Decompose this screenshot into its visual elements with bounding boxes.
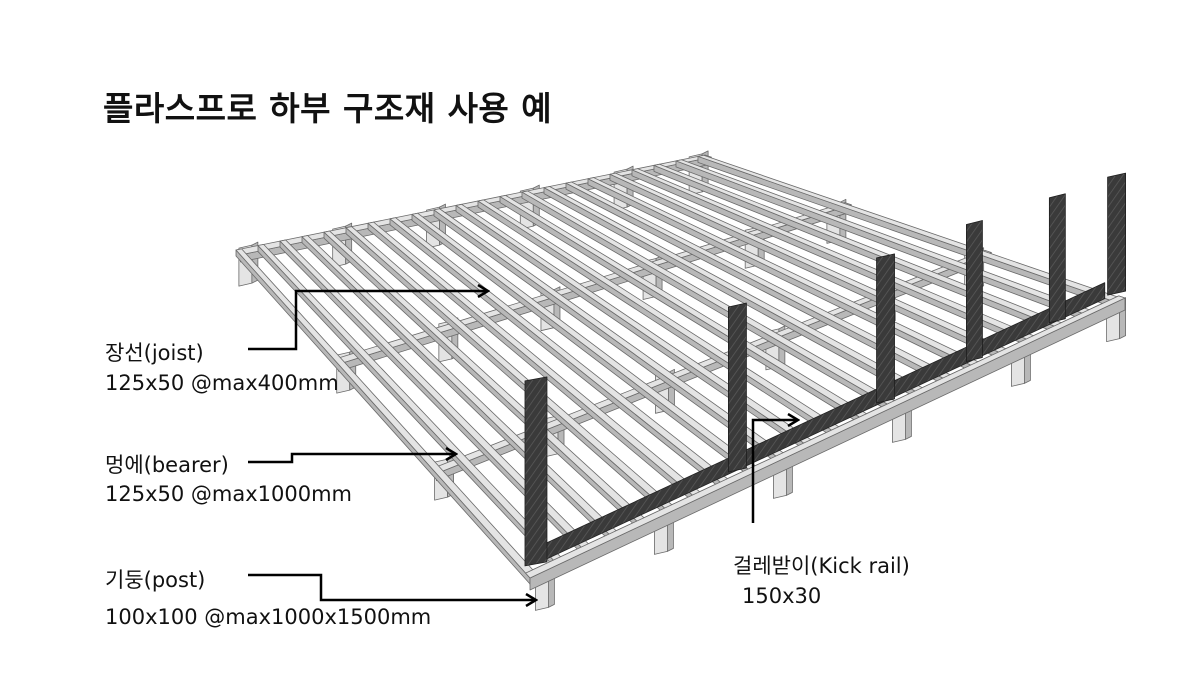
post-spec: 100x100 @max1000x1500mm	[105, 605, 432, 629]
tall-post-4	[1048, 193, 1066, 324]
framing-structure	[235, 150, 1126, 611]
kick-rail-spec: 150x30	[742, 584, 822, 608]
bearer-leader-arrow	[248, 454, 456, 464]
post-leader-arrow	[248, 573, 536, 600]
tall-post-2	[876, 253, 895, 404]
tall-post-3	[966, 220, 983, 362]
tall-post-0	[524, 376, 548, 567]
bearer-spec: 125x50 @max1000mm	[105, 482, 353, 506]
kick-rail-leader-arrow	[751, 420, 798, 523]
front-rim-beam	[525, 295, 1126, 579]
page-title: 플라스프로 하부 구조재 사용 예	[103, 89, 553, 128]
joist-spec: 125x50 @max400mm	[105, 371, 339, 395]
leader-lines	[248, 291, 798, 600]
bearer-label: 멍에(bearer)	[105, 453, 229, 477]
joist-leader-arrow	[248, 291, 488, 351]
post-label: 기둥(post)	[105, 568, 206, 592]
tall-post-5	[1107, 172, 1126, 296]
kick-rail-label: 걸레받이(Kick rail)	[733, 554, 910, 578]
tall-post-1	[728, 302, 747, 473]
joist-label: 장선(joist)	[105, 341, 204, 365]
